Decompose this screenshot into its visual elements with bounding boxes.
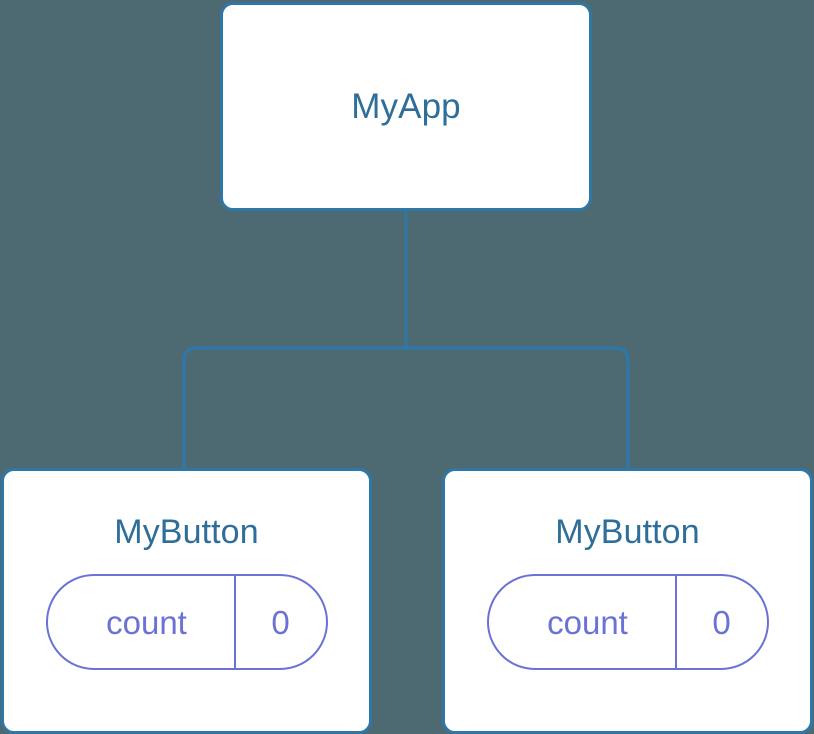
node-title: MyButton <box>114 513 259 551</box>
edge-branch-right <box>406 346 630 470</box>
state-pill[interactable]: count 0 <box>486 574 769 670</box>
state-value: 0 <box>233 576 326 668</box>
state-key: count <box>547 603 628 641</box>
node-child-mybutton-2[interactable]: MyButton count 0 <box>442 468 813 734</box>
node-root-myapp[interactable]: MyApp <box>220 2 592 211</box>
state-pill[interactable]: count 0 <box>45 574 328 670</box>
node-child-mybutton-1[interactable]: MyButton count 0 <box>1 468 372 734</box>
edge-branch-left <box>182 346 406 470</box>
state-key: count <box>106 603 187 641</box>
node-title: MyButton <box>555 513 700 551</box>
node-title: MyApp <box>351 87 461 126</box>
state-value: 0 <box>674 576 767 668</box>
